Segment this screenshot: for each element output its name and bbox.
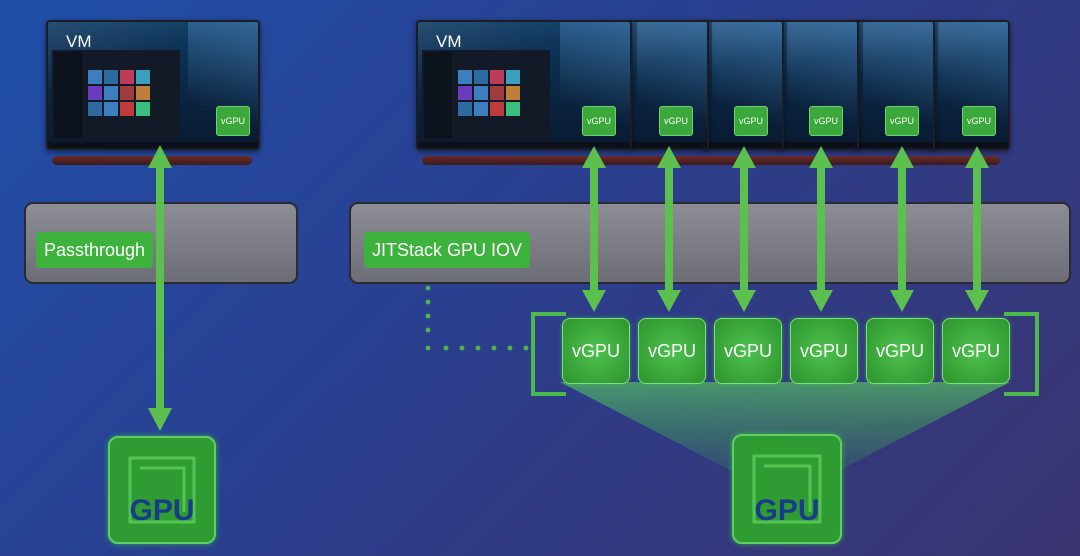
gpu-circuit-icon xyxy=(752,454,822,524)
vgpu-arrow-6 xyxy=(965,146,989,312)
vgpu-2: vGPU xyxy=(638,318,706,384)
vgpu-arrow-3 xyxy=(732,146,756,312)
iov-label: JITStack GPU IOV xyxy=(364,232,531,268)
gpu-circuit-icon xyxy=(128,456,196,524)
vm-title: VM xyxy=(436,32,462,51)
vgpu-5: vGPU xyxy=(866,318,934,384)
vgpu-arrow-5 xyxy=(890,146,914,312)
gpu-chip-right: GPU xyxy=(732,434,842,544)
start-menu-preview xyxy=(422,50,550,140)
vm-vgpu-chip: vGPU xyxy=(962,106,996,136)
vm-window-3: vGPU xyxy=(702,20,784,150)
passthrough-label: Passthrough xyxy=(36,232,154,268)
gpu-label: GPU xyxy=(754,494,820,527)
vm-title: VM xyxy=(66,32,92,51)
vgpu-arrow-2 xyxy=(657,146,681,312)
start-menu-preview xyxy=(52,50,180,140)
vm-vgpu-chip: vGPU xyxy=(216,106,250,136)
vgpu-arrow-4 xyxy=(809,146,833,312)
vgpu-6: vGPU xyxy=(942,318,1010,384)
vm-window-6: vGPU xyxy=(928,20,1010,150)
vgpu-3: vGPU xyxy=(714,318,782,384)
vm-window-left: VM vGPU xyxy=(46,20,260,150)
vm-vgpu-chip: vGPU xyxy=(734,106,768,136)
vm-vgpu-chip: vGPU xyxy=(659,106,693,136)
vm-window-5: vGPU xyxy=(853,20,935,150)
vm-window-1: VM vGPU xyxy=(416,20,632,150)
vm-vgpu-chip: vGPU xyxy=(809,106,843,136)
vm-shelf-right xyxy=(422,156,1000,165)
gpu-label: GPU xyxy=(129,494,195,527)
vm-vgpu-chip: vGPU xyxy=(582,106,616,136)
gpu-chip-left: GPU xyxy=(108,436,216,544)
vm-vgpu-chip: vGPU xyxy=(885,106,919,136)
vgpu-4: vGPU xyxy=(790,318,858,384)
vgpu-arrow-1 xyxy=(582,146,606,312)
vgpu-1: vGPU xyxy=(562,318,630,384)
